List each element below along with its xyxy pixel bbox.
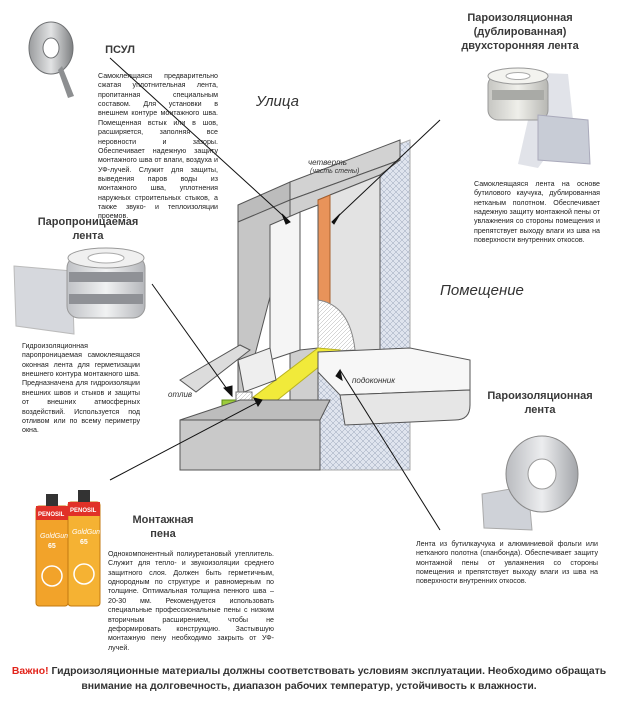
permeable-tape-roll-photo [13,247,146,335]
leader-permeable [151,283,233,397]
double-tape-title-line2: (дублированная) [473,25,567,38]
label-street: Улица [256,93,299,110]
window-frame-inner [299,204,319,351]
label-sill: подоконник [352,376,395,385]
wall-base-block [179,419,321,471]
can-product-right: GoldGun [72,529,100,536]
label-room: Помещение [440,282,524,299]
leader-vapor [339,369,441,531]
arrowhead [331,213,341,225]
double-tape-title-line1: Пароизоляционная [467,12,573,24]
leader-double [331,119,441,223]
arrowhead [253,397,263,407]
can-brand-right: PENOSIL [70,508,97,514]
window-section-diagram [109,57,471,531]
leader-foam [109,399,263,481]
vapor-tape-roll-photo [481,435,579,531]
vapor-tape-desc: Лента из бутилкаучука и алюминиевой фоль… [416,540,598,586]
double-tape-roll-photo [487,67,591,168]
footer-warn: Важно! [11,666,49,677]
vapor-tape-title: Пароизоляционная лента [470,390,610,418]
wall-base-top [179,399,331,421]
can-num-right: 65 [80,539,88,546]
double-tape-title: Пароизоляционная (дублированная) двухсто… [440,12,600,53]
permeable-tape-title-line2: лента [72,229,104,242]
psul-title: ПСУЛ [105,44,135,56]
leader-psul [109,57,291,223]
window-sill-edge [339,389,471,426]
foam-cans-photo: PENOSIL PENOSIL GoldGun GoldGun 65 65 [35,490,101,607]
footer-text: Гидроизоляционные материалы должны соотв… [48,666,607,693]
permeable-tape-title-line1: Паропроницаемая [37,216,139,228]
foam-desc: Однокомпонентный полиуретановый утеплите… [108,550,274,652]
can-product-left: GoldGun [40,533,68,540]
snowflake-icon [41,565,63,587]
foam-title-line2: пена [150,527,176,540]
psul-desc: Самоклеящаяся предварительно сжатая упло… [98,72,218,221]
double-tape-desc: Самоклеящаяся лента на основе бутилового… [474,180,600,245]
leader-lines [109,57,441,531]
permeable-tape-desc: Гидроизоляционная паропроницаемая самокл… [22,342,140,435]
footer-note: Важно! Гидроизоляционные материалы должн… [10,664,608,694]
arrowhead [223,385,233,398]
can-num-left: 65 [48,543,56,550]
arrowhead [335,368,343,382]
drip-sill [179,344,251,393]
label-drip: отлив [168,390,193,399]
can-brand-left: PENOSIL [38,512,65,518]
snowflake-icon [73,563,95,585]
label-quarter-sub: (часть стены) [310,168,360,175]
double-tape-title-line3: двухсторонняя лента [461,39,579,52]
foam-title-line1: Монтажная [132,514,194,526]
psul-roll-photo [28,21,74,98]
permeable-tape-title: Паропроницаемая лента [18,216,158,244]
drip-profile [237,347,277,393]
label-quarter: четверть [308,158,347,167]
arrowhead [281,213,291,225]
foam-title: Монтажная пена [118,514,208,542]
vapor-tape-title-line1: Пароизоляционная [487,390,593,402]
vapor-tape-title-line2: лента [524,403,556,416]
window-frame [269,211,301,361]
